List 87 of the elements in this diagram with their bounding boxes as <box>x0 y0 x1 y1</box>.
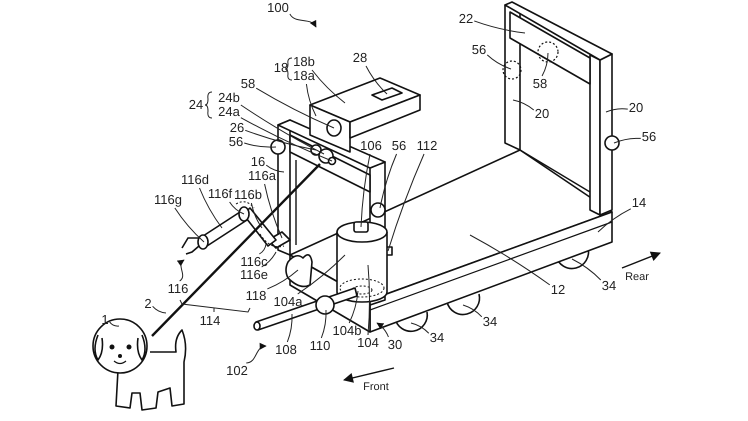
reference-numeral: 116a <box>248 169 276 183</box>
leader-line <box>312 70 346 104</box>
reference-numeral: 116e <box>240 268 268 282</box>
reference-numeral: 56 <box>472 43 486 57</box>
reference-numeral: 16 <box>250 155 266 169</box>
reference-numeral: 112 <box>416 139 438 153</box>
reference-numeral: 34 <box>602 279 616 293</box>
reference-numeral: 58 <box>240 77 256 91</box>
reference-numeral: 116c <box>240 255 268 269</box>
leader-line <box>486 54 512 70</box>
leader-line <box>244 142 276 148</box>
leader-line <box>264 184 282 238</box>
reference-numeral: 56 <box>228 135 244 149</box>
leader-arrow <box>289 13 316 28</box>
leader-line <box>572 258 602 280</box>
leader-line <box>109 321 120 327</box>
leader-line <box>368 264 370 336</box>
reference-numeral: 30 <box>388 338 402 352</box>
reference-numeral: 34 <box>430 331 444 345</box>
reference-numeral: 110 <box>310 339 330 353</box>
robot-cart-walking-dog-drawing <box>92 1 620 411</box>
leader-line <box>306 84 316 116</box>
leader-line <box>470 234 550 286</box>
leader-line <box>348 290 358 324</box>
reference-numeral: 14 <box>632 196 646 210</box>
leader-line <box>240 117 332 162</box>
leader-line <box>261 252 276 268</box>
leader-line <box>266 164 284 172</box>
leader-line <box>320 310 327 338</box>
leader-arrow <box>376 322 389 338</box>
reference-numeral: 118 <box>246 289 266 303</box>
direction-label: Rear <box>625 270 649 284</box>
reference-numeral: 114 <box>200 314 220 328</box>
leader-line <box>297 254 346 294</box>
reference-numeral: 116f <box>208 187 232 201</box>
leader-line <box>244 130 316 150</box>
leader-line <box>266 270 298 290</box>
leader-line <box>152 306 166 314</box>
leader-line <box>380 154 398 208</box>
reference-numeral: 20 <box>534 107 550 121</box>
reference-numeral: 106 <box>360 139 382 153</box>
reference-numeral: 100 <box>267 1 289 15</box>
reference-numeral: 116b <box>234 188 262 202</box>
leader-line <box>462 304 482 318</box>
reference-numeral: 58 <box>532 77 548 91</box>
leader-line <box>606 108 628 112</box>
reference-numeral: 12 <box>550 283 566 297</box>
reference-numeral: 102 <box>226 364 248 378</box>
reference-numeral: 56 <box>642 130 656 144</box>
leader-line <box>542 52 548 76</box>
reference-numeral: 26 <box>230 121 244 135</box>
leader-line <box>256 88 334 128</box>
reference-numeral: 56 <box>392 139 406 153</box>
reference-numeral: 116 <box>168 282 188 296</box>
leader-line <box>512 100 534 111</box>
leader-line <box>250 202 262 228</box>
reference-numeral: 18a <box>293 69 315 83</box>
reference-numeral: 22 <box>458 12 474 26</box>
reference-numeral: 18b <box>293 55 315 69</box>
leader-line <box>174 208 204 242</box>
reference-numeral: 116d <box>181 173 209 187</box>
leader-line <box>388 154 425 252</box>
leader-line <box>229 202 244 214</box>
leader-line <box>614 138 642 144</box>
leader-line <box>474 20 526 34</box>
leader-line <box>410 322 430 334</box>
leader-line <box>366 66 388 94</box>
reference-numeral: 28 <box>352 51 368 65</box>
reference-numeral: 24b <box>218 91 240 105</box>
reference-numeral: 116g <box>154 193 182 207</box>
reference-numeral: 34 <box>482 315 498 329</box>
leader-line <box>240 104 324 154</box>
direction-label: Front <box>363 380 389 394</box>
leader-line <box>286 314 293 342</box>
leader-line <box>199 188 222 228</box>
reference-numeral: 24 <box>188 98 204 112</box>
reference-numeral: 104 <box>357 336 379 350</box>
leader-line <box>258 244 266 254</box>
reference-numeral: 24a <box>218 105 240 119</box>
leader-arrow <box>246 344 267 364</box>
reference-numeral: 108 <box>275 343 297 357</box>
leader-arrow <box>176 260 185 282</box>
reference-numeral: 20 <box>628 101 644 115</box>
reference-numeral: 2 <box>144 297 152 311</box>
reference-numeral: 104b <box>332 324 362 338</box>
leader-line <box>598 208 632 232</box>
reference-numeral: 104a <box>274 295 302 309</box>
